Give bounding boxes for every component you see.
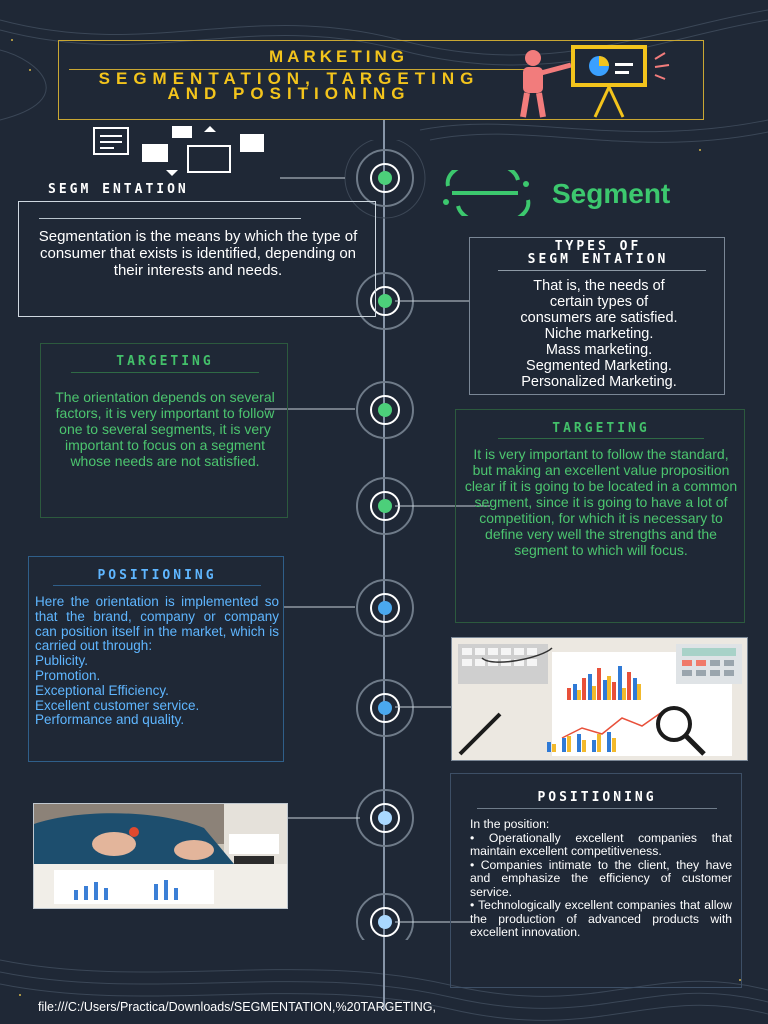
types-line: Personalized Marketing. — [521, 374, 677, 390]
positioning-right-item: • Companies intimate to the client, they… — [470, 857, 732, 899]
targeting-left-rule — [71, 372, 259, 373]
positioning-left-item: Promotion. — [35, 667, 101, 683]
file-path-footer: file:///C:/Users/Practica/Downloads/SEGM… — [38, 1000, 437, 1014]
targeting-left-heading: TARGETING — [116, 354, 214, 369]
segmentation-text: Segmentation is the means by which the t… — [38, 228, 358, 279]
positioning-left-intro: Here the orientation is implemented so t… — [35, 594, 279, 654]
positioning-right-box: POSITIONING In the position: • Operation… — [450, 773, 742, 988]
positioning-left-item: Publicity. — [35, 653, 89, 669]
positioning-left-rule — [53, 585, 261, 586]
banner-divider — [69, 69, 529, 70]
darts-photo — [33, 803, 288, 909]
positioning-right-intro: In the position: — [470, 817, 550, 831]
types-line: Segmented Marketing. — [526, 358, 672, 374]
banner-top-label: MARKETING — [269, 47, 408, 66]
targeting-right-text: It is very important to follow the stand… — [464, 446, 738, 558]
timeline-line — [383, 120, 385, 1010]
positioning-right-heading: POSITIONING — [537, 790, 657, 805]
positioning-right-item: • Operationally excellent companies that… — [470, 830, 732, 858]
banner-title: SEGMENTATION, TARGETING AND POSITIONING — [98, 69, 480, 103]
types-of-segmentation-box: TYPES OF SEGM ENTATION That is, the need… — [469, 237, 725, 395]
segment-logo-text: Segment — [552, 178, 671, 209]
positioning-left-box: POSITIONING Here the orientation is impl… — [28, 556, 284, 762]
charts-photo — [451, 637, 748, 761]
types-list: That is, the needs of certain types of c… — [474, 278, 724, 390]
positioning-left-heading: POSITIONING — [97, 568, 217, 583]
targeting-right-heading: TARGETING — [552, 421, 650, 436]
positioning-left-item: Exceptional Efficiency. — [35, 682, 169, 698]
timeline-node-3 — [356, 381, 414, 439]
darts-photo-illustration — [34, 804, 287, 908]
timeline-node-5 — [356, 579, 414, 637]
segmentation-heading: SEGM ENTATION — [48, 182, 189, 197]
positioning-left-content: Here the orientation is implemented so t… — [35, 594, 279, 728]
targeting-right-box: TARGETING It is very important to follow… — [455, 409, 745, 623]
types-heading-line2: SEGM ENTATION — [527, 252, 669, 267]
positioning-right-item: • Technologically excellent companies th… — [470, 898, 732, 939]
segment-logo-icon — [443, 170, 531, 216]
types-heading-line1: TYPES OF — [554, 239, 642, 254]
timeline-node-6 — [356, 679, 414, 737]
timeline-node-2 — [356, 272, 414, 330]
types-line: certain types of — [549, 294, 649, 310]
presenter-board-icon — [520, 45, 670, 118]
types-line: consumers are satisfied. — [520, 310, 678, 326]
segmentation-rule — [39, 218, 301, 219]
positioning-right-rule — [477, 808, 717, 809]
title-banner: MARKETING SEGMENTATION, TARGETING AND PO… — [58, 40, 704, 120]
positioning-left-item: Performance and quality. — [35, 712, 185, 728]
charts-photo-illustration — [452, 638, 747, 760]
segmentation-box: Segmentation is the means by which the t… — [18, 201, 376, 317]
types-line: Niche marketing. — [544, 326, 654, 342]
targeting-left-text: The orientation depends on several facto… — [55, 389, 275, 469]
types-line: Mass marketing. — [545, 342, 653, 358]
positioning-left-item: Excellent customer service. — [35, 697, 200, 713]
positioning-right-content: In the position: • Operationally excelle… — [470, 817, 732, 940]
types-rule — [498, 270, 706, 271]
targeting-right-rule — [498, 438, 704, 439]
targeting-left-box: TARGETING The orientation depends on sev… — [40, 343, 288, 518]
types-line: That is, the needs of — [533, 278, 665, 294]
document-icons — [93, 126, 264, 176]
